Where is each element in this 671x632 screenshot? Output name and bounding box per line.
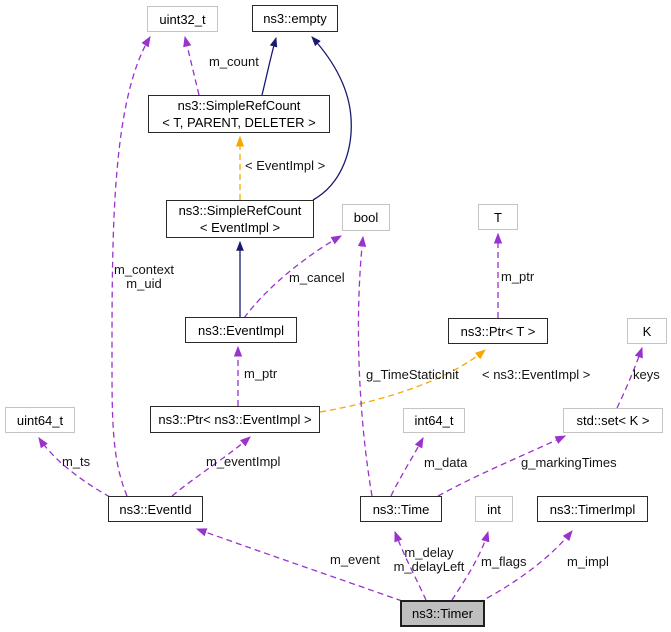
- edge-m-data: [390, 436, 424, 497]
- edge-m-impl: [477, 530, 573, 604]
- edge-g-marking-times: [437, 435, 567, 497]
- edge-m-cancel: [243, 235, 343, 319]
- class-node-ns3-time[interactable]: ns3::Time: [360, 496, 442, 522]
- class-node-ns3-eventimpl[interactable]: ns3::EventImpl: [185, 317, 297, 343]
- edge-label-m-count: m_count: [209, 54, 259, 69]
- edge-label-m-ts: m_ts: [62, 454, 91, 469]
- class-node-ns3-empty[interactable]: ns3::empty: [252, 5, 338, 32]
- class-node-ns3-timer-focus[interactable]: ns3::Timer: [400, 600, 485, 627]
- edge-template-ptr-eventimpl-to-ptr-t: [319, 349, 486, 413]
- edge-label-m-data: m_data: [424, 455, 468, 470]
- edge-label-m-cancel: m_cancel: [289, 270, 345, 285]
- edge-label-template-ns3-event-impl: < ns3::EventImpl >: [482, 367, 591, 382]
- edge-label-g-time-static-init: g_TimeStaticInit: [366, 367, 459, 382]
- class-node-int: int: [475, 496, 513, 522]
- edge-m-flags: [451, 530, 490, 601]
- edge-keys: [616, 346, 643, 409]
- edge-m-count: [183, 35, 200, 96]
- edge-label-m-delay-m-delayleft: m_delay m_delayLeft: [393, 545, 465, 574]
- edge-label-m-ptr-ptr-t: m_ptr: [501, 269, 535, 284]
- class-node-uint64-t: uint64_t: [5, 407, 75, 433]
- edge-label-m-context-m-uid: m_context m_uid: [114, 262, 174, 291]
- edge-m-ts: [38, 437, 111, 498]
- edge-label-keys: keys: [633, 367, 660, 382]
- edge-inherit-simplerefcount-to-empty: [261, 36, 278, 96]
- class-node-uint32-t: uint32_t: [147, 6, 218, 32]
- edge-m-context-m-uid: [111, 35, 151, 497]
- class-node-ns3-ptr-t[interactable]: ns3::Ptr< T >: [448, 318, 548, 344]
- edge-inherit-simplerefcount-eventimpl-to-empty: [311, 36, 352, 201]
- class-node-ns3-simplerefcount-generic[interactable]: ns3::SimpleRefCount < T, PARENT, DELETER…: [148, 95, 330, 133]
- class-node-bool: bool: [342, 204, 390, 231]
- class-node-std-set-k: std::set< K >: [563, 408, 663, 433]
- edge-label-m-event: m_event: [330, 552, 380, 567]
- edge-label-m-ptr-ptr-eventimpl: m_ptr: [244, 366, 278, 381]
- edge-label-m-impl: m_impl: [567, 554, 609, 569]
- class-node-ns3-eventid[interactable]: ns3::EventId: [108, 496, 203, 522]
- class-node-int64-t: int64_t: [403, 408, 465, 433]
- edge-label-g-marking-times: g_markingTimes: [521, 455, 617, 470]
- edge-label-m-flags: m_flags: [481, 554, 527, 569]
- class-node-t: T: [478, 204, 518, 230]
- edge-label-m-eventimpl: m_eventImpl: [206, 454, 281, 469]
- edge-m-event: [195, 528, 403, 602]
- class-node-ns3-ptr-eventimpl[interactable]: ns3::Ptr< ns3::EventImpl >: [150, 406, 320, 433]
- class-node-ns3-simplerefcount-eventimpl[interactable]: ns3::SimpleRefCount < EventImpl >: [166, 200, 314, 238]
- edge-label-template-event-impl: < EventImpl >: [245, 158, 326, 173]
- edge-g-time-static-init: [357, 235, 373, 497]
- class-node-k: K: [627, 318, 667, 344]
- class-node-ns3-timerimpl[interactable]: ns3::TimerImpl: [537, 496, 648, 522]
